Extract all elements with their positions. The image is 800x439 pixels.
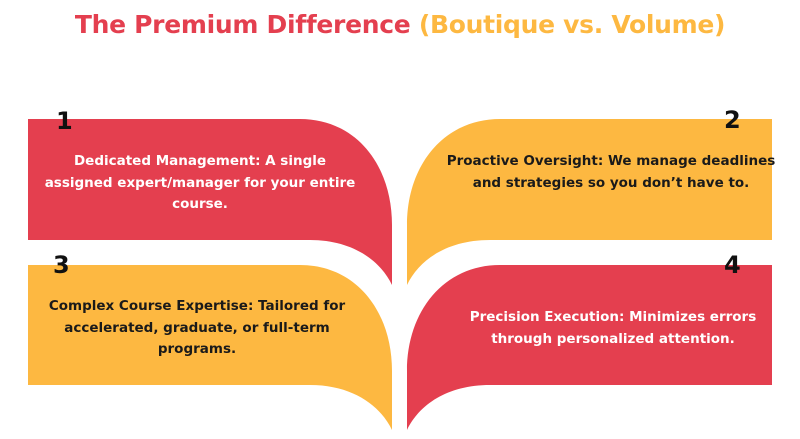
card-1-text: Dedicated Management: A single assigned …	[44, 153, 356, 212]
card-2-text: Proactive Oversight: We manage deadlines…	[446, 153, 776, 191]
card-3-number: 3	[53, 251, 70, 279]
title-subtitle: (Boutique vs. Volume)	[418, 10, 726, 39]
card-4-shape	[407, 265, 772, 430]
card-3-shape	[28, 265, 392, 430]
card-1-shape	[28, 119, 392, 285]
card-4-text: Precision Execution: Minimizes errors th…	[469, 309, 757, 347]
card-1-number: 1	[56, 107, 73, 135]
card-4-number: 4	[724, 251, 741, 279]
page-title: The Premium Difference (Boutique vs. Vol…	[0, 6, 800, 44]
card-2-number: 2	[724, 106, 741, 134]
card-2-shape	[407, 119, 772, 285]
card-3-text: Complex Course Expertise: Tailored for a…	[48, 298, 346, 357]
title-main: The Premium Difference	[74, 10, 419, 39]
